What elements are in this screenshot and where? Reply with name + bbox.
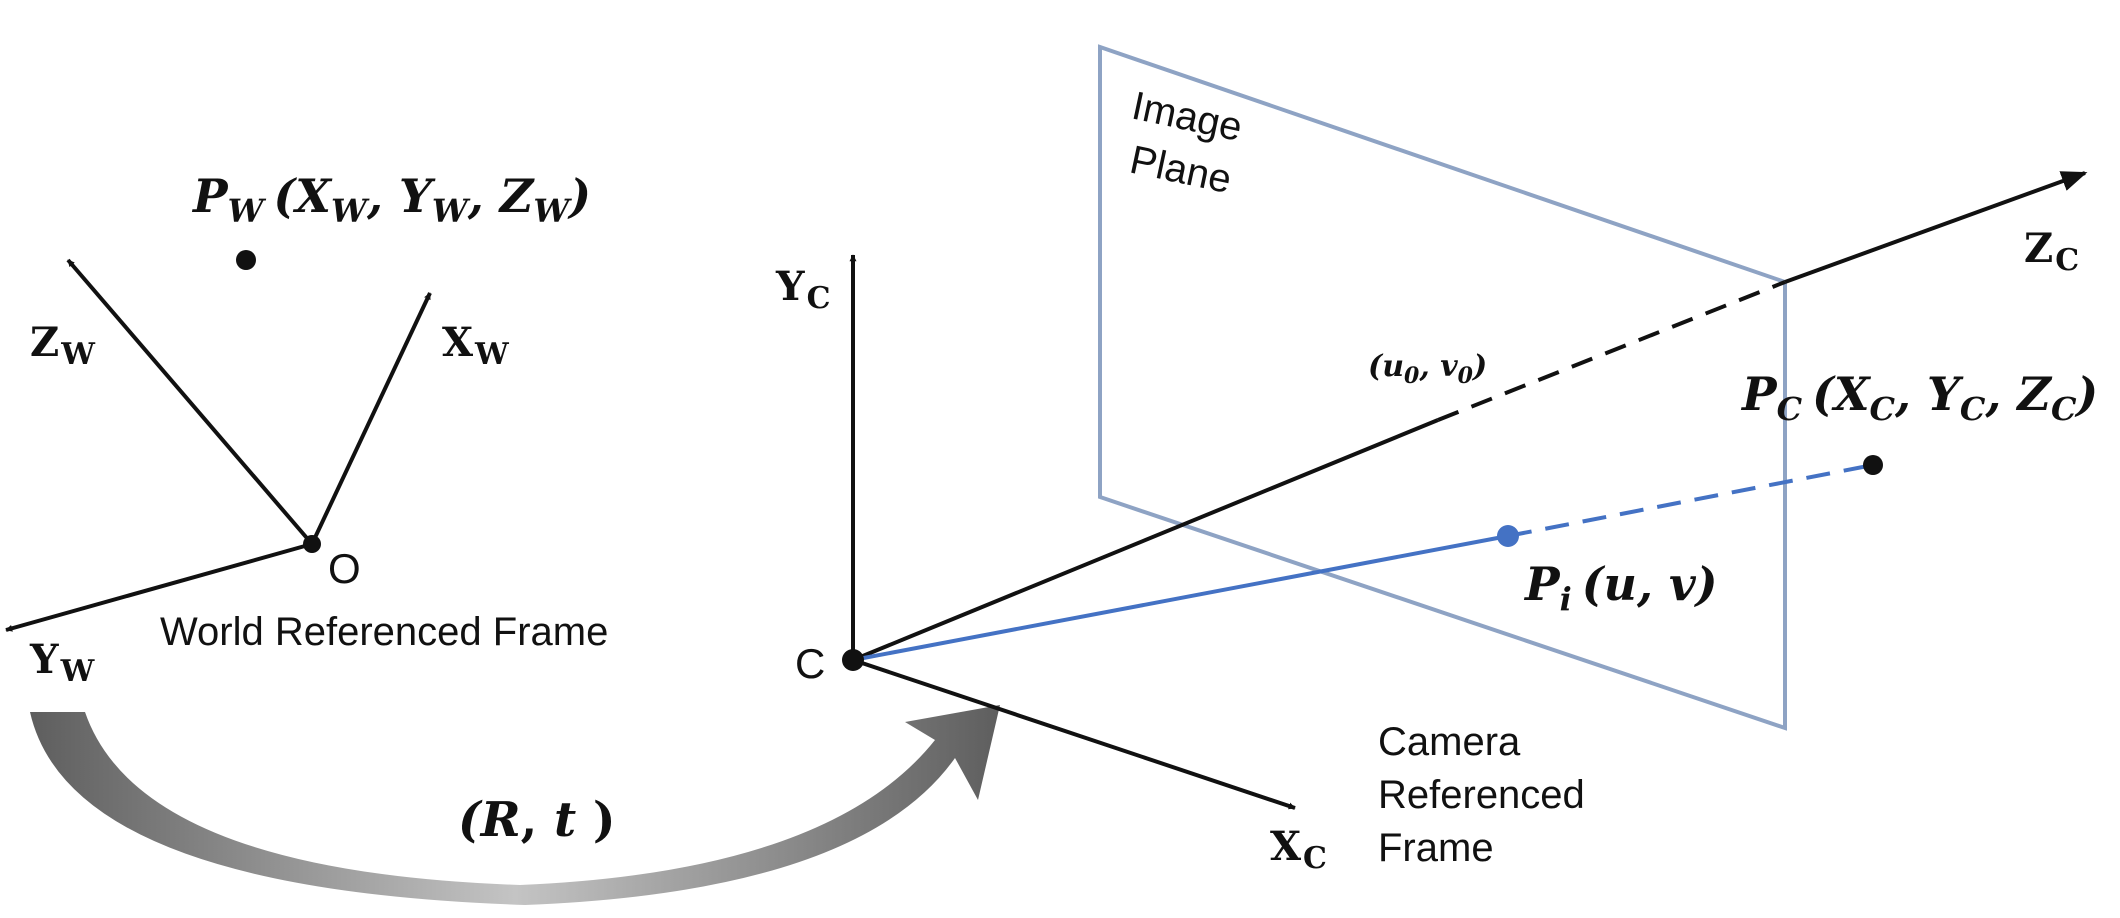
world-axis-y <box>5 542 313 632</box>
world-origin-dot <box>303 535 321 553</box>
camera-axis-z <box>1784 171 2088 284</box>
transform-arrow <box>30 705 1000 905</box>
camera-axis-z-label: ZC <box>2024 225 2079 278</box>
camera-frame-title-line2: Referenced <box>1378 773 1585 817</box>
camera-center-label: C <box>795 640 825 687</box>
image-plane-rectangle <box>1098 44 1787 731</box>
camera-point-dot <box>1863 455 1883 475</box>
optical-axis-solid <box>852 418 1439 662</box>
camera-axis-x <box>852 658 1296 810</box>
world-axis-x <box>310 292 432 545</box>
world-point-label: PW(XW, YW, ZW) <box>191 169 591 230</box>
camera-axis-y-label: YC <box>775 263 830 316</box>
projection-ray-dashed <box>1507 463 1874 538</box>
principal-point-label: (u0, v0) <box>1368 349 1487 389</box>
image-point-label: Pi(u, v) <box>1523 557 1717 618</box>
world-frame: O ZW XW YW PW(XW, YW, ZW) World Referenc… <box>5 169 608 689</box>
image-plane: Image Plane (u0, v0) <box>1098 44 1787 731</box>
camera-frame-title-line1: Camera <box>1378 720 1521 764</box>
projection-ray-solid <box>852 534 1509 662</box>
camera-axis-x-label: XC <box>1270 823 1327 876</box>
image-point-dot <box>1497 525 1519 547</box>
camera-center-dot <box>842 649 864 671</box>
optical-axis-dashed <box>1437 280 1786 422</box>
world-axis-x-label: XW <box>442 319 510 372</box>
world-axis-z <box>66 258 314 546</box>
svg-text:(R, t ): (R, t ) <box>458 792 616 848</box>
world-axis-y-label: YW <box>29 636 96 689</box>
transform-label: (R, t ) <box>458 792 616 848</box>
world-axis-z-label: ZW <box>30 319 96 372</box>
image-plane-title-line2: Plane <box>1126 138 1235 202</box>
camera-frame: C YC XC ZC PC(XC, YC, ZC) Pi(u, v) Camer… <box>775 171 2098 876</box>
world-origin-label: O <box>328 545 361 592</box>
world-point-dot <box>236 250 256 270</box>
camera-frame-title-line3: Frame <box>1378 826 1494 870</box>
camera-point-label: PC(XC, YC, ZC) <box>1740 367 2098 428</box>
world-frame-title: World Referenced Frame <box>160 610 608 654</box>
